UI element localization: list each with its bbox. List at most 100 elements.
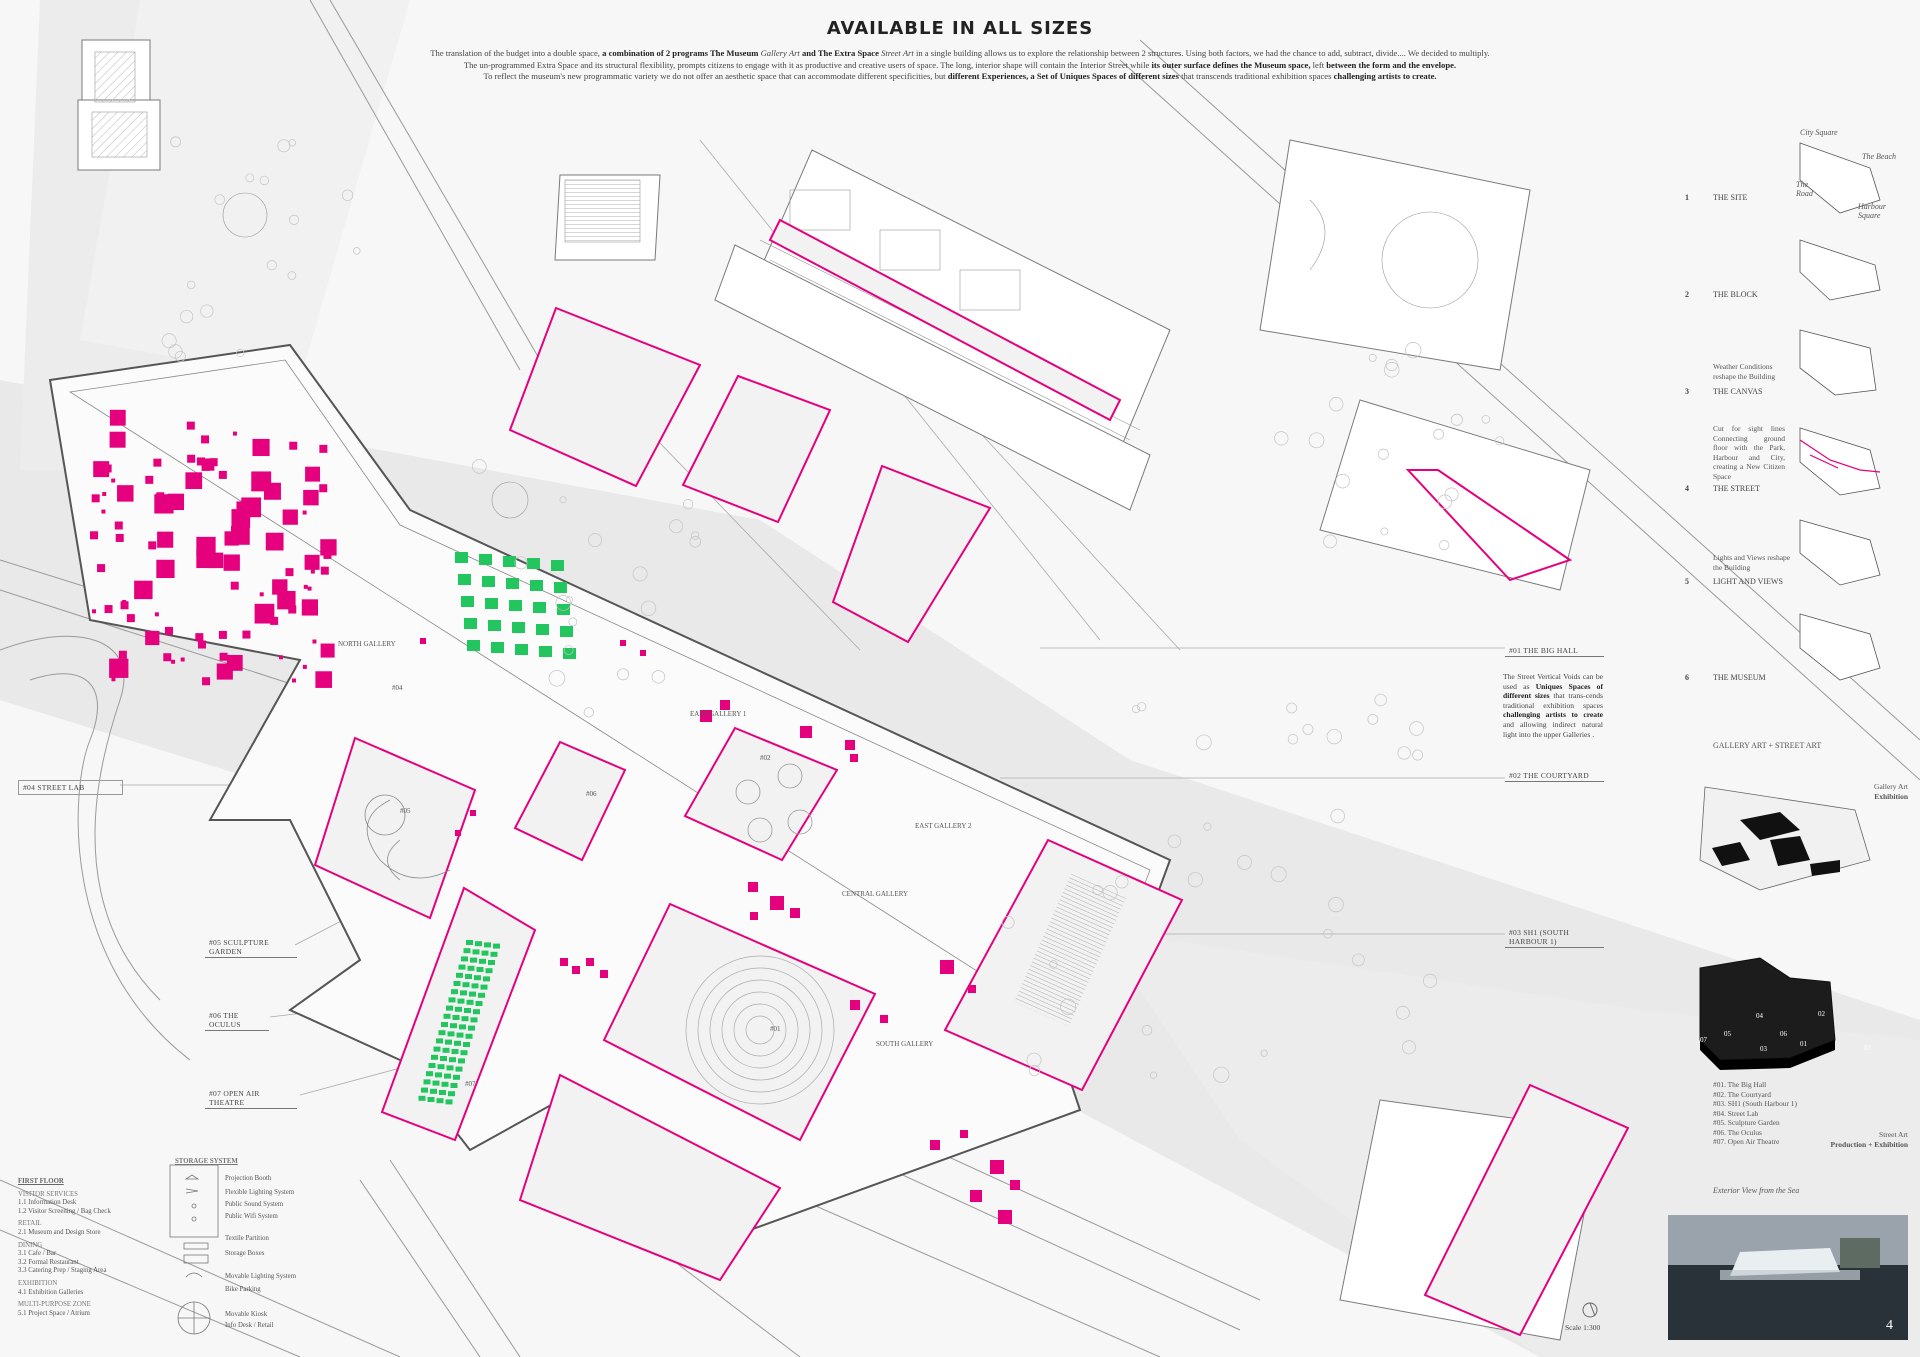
tree — [1352, 953, 1365, 967]
hall-open-air — [380, 886, 537, 1142]
storage-box — [157, 531, 174, 548]
storage-box — [101, 509, 106, 514]
process-step-label: LIGHT AND VIEWS — [1713, 577, 1783, 586]
storage-box — [289, 441, 298, 450]
tree — [583, 707, 594, 718]
tree — [259, 175, 269, 186]
tree — [1380, 527, 1389, 536]
tree — [161, 333, 177, 349]
seat-block — [463, 948, 471, 954]
storage-box — [312, 639, 317, 644]
tree — [555, 595, 572, 611]
storage-box — [252, 438, 270, 457]
tree — [1115, 875, 1129, 889]
page-number: 4 — [1886, 1318, 1893, 1333]
callout-big-hall: #01 THE BIG HALL — [1505, 646, 1604, 657]
site-label-beach: The Beach — [1862, 152, 1896, 161]
seat-block — [442, 1047, 450, 1053]
plan-label-north-gallery: NORTH GALLERY — [338, 640, 396, 648]
seat-block — [458, 574, 471, 585]
axo-label: 06 — [1780, 1030, 1787, 1038]
process-step-number: 6 — [1685, 673, 1689, 682]
tree — [472, 459, 487, 474]
storage-box — [320, 539, 337, 556]
seat-block — [465, 974, 472, 979]
seat-block — [460, 1050, 468, 1056]
storage-legend-item: Flexible Lighting System — [225, 1189, 295, 1196]
context-detail — [91, 51, 1479, 970]
storage-box — [770, 896, 784, 910]
desc-fragment: The Street Vertical Voids can be used as — [1503, 672, 1603, 691]
seat-block — [452, 1015, 460, 1020]
seat-block — [453, 1074, 460, 1080]
tree — [1287, 733, 1299, 745]
lights-note: Lights and Views reshape the Building — [1713, 553, 1791, 572]
seat-block — [467, 965, 475, 971]
seat-block — [488, 960, 495, 965]
seat-block — [446, 1005, 453, 1011]
storage-box — [237, 515, 242, 520]
process-step-label: THE MUSEUM — [1713, 673, 1766, 682]
storage-box — [180, 657, 185, 662]
storage-box — [156, 559, 175, 579]
legend-group-head: RETAIL — [18, 1220, 42, 1228]
storage-box — [232, 431, 237, 436]
storage-box — [195, 633, 204, 642]
legend-item: 5.1 Project Space / Atrium — [18, 1309, 90, 1317]
space-list-item: #06. The Oculus — [1713, 1127, 1762, 1137]
seat-block — [423, 1079, 431, 1085]
plan-label-r07: #07 — [465, 1080, 476, 1088]
seat-block — [459, 1024, 466, 1030]
tree — [1397, 746, 1411, 760]
intro-text: The translation of the budget into a dou… — [380, 48, 1540, 83]
storage-box — [186, 421, 195, 430]
storage-boxes-layer — [90, 409, 1020, 1224]
tree — [1367, 713, 1379, 725]
legend-item: 4.1 Exhibition Galleries — [18, 1288, 84, 1296]
seat-block — [427, 1097, 435, 1102]
storage-box — [145, 630, 160, 646]
desc-emphasis: challenging artists to create — [1503, 710, 1603, 720]
seat-block — [468, 1025, 475, 1031]
tree — [1444, 487, 1459, 502]
storage-box — [241, 497, 262, 518]
tree — [200, 304, 214, 318]
desc-fragment: that trans-cends traditional exhibition … — [1503, 691, 1603, 710]
tree — [617, 668, 630, 681]
seat-block — [469, 991, 476, 997]
storage-box — [201, 462, 210, 471]
gallery-art-label: Gallery Art — [1874, 782, 1908, 791]
site-label-city-square: City Square — [1800, 128, 1838, 137]
production-label: Production + Exhibition — [1830, 1140, 1909, 1149]
plan-label-r05: #05 — [400, 807, 411, 815]
storage-box — [156, 492, 165, 501]
cut-note: Cut for sight lines Connecting ground fl… — [1713, 424, 1785, 481]
legend-item: 3.3 Catering Prep / Staging Area — [18, 1267, 107, 1275]
storage-legend-item: Movable Kiosk — [225, 1311, 268, 1318]
storage-box — [163, 653, 172, 662]
storage-box — [970, 1190, 982, 1202]
intro-line-2: The un-programmed Extra Space and its st… — [380, 60, 1540, 72]
site-label-harbour: Harbour Square — [1858, 202, 1887, 220]
seat-block — [437, 1064, 445, 1070]
seat-block — [491, 642, 504, 653]
seat-block — [464, 618, 477, 629]
seat-block — [470, 1017, 478, 1023]
tree — [1049, 960, 1058, 969]
street-art-label: Street Art — [1879, 1130, 1908, 1139]
tree — [288, 139, 296, 147]
intro-italic: Gallery Art — [760, 48, 800, 58]
storage-box — [223, 554, 240, 571]
storage-box — [202, 677, 211, 686]
seat-block — [471, 983, 479, 989]
seat-block — [473, 1009, 480, 1015]
tree — [187, 280, 196, 290]
storage-box — [102, 492, 107, 497]
storage-box — [265, 532, 284, 551]
legend-item: 3.1 Cafe / Bar — [18, 1250, 57, 1258]
seat-block — [461, 596, 474, 607]
seat-block — [443, 1013, 451, 1019]
tree — [682, 499, 694, 510]
legend-item: 3.2 Formal Restaurant — [18, 1258, 79, 1266]
